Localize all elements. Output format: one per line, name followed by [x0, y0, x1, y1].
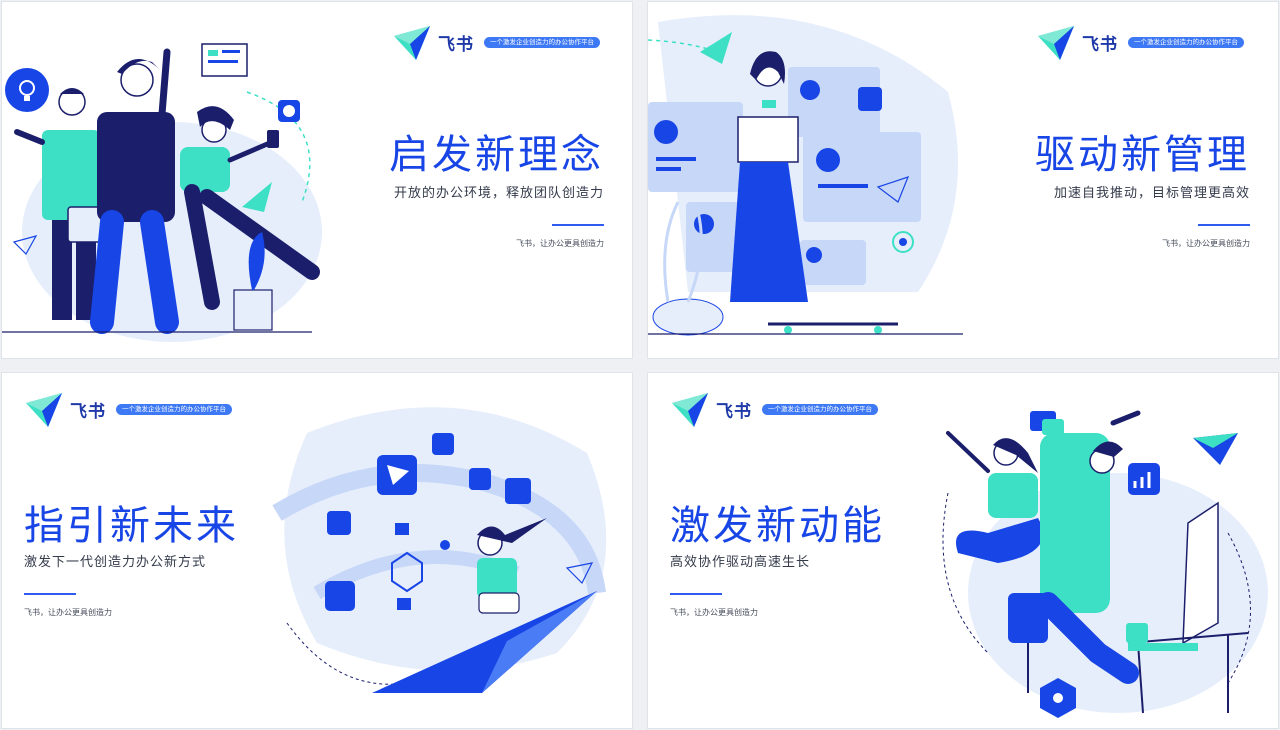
slide-slogan: 飞书，让办公更具创造力 — [670, 608, 758, 617]
brand-tagline-badge: 一个激发企业创造力的办公协作平台 — [116, 403, 232, 415]
brand-name: 飞书 — [438, 34, 474, 55]
slide-title: 启发新理念 — [389, 132, 604, 178]
slide-subtitle: 加速自我推动，目标管理更高效 — [1053, 186, 1250, 201]
brand-header: 飞书 一个激发企业创造力的办公协作平台 — [1036, 22, 1244, 62]
slide-slogan: 飞书，让办公更具创造力 — [1162, 239, 1250, 248]
brand-name: 飞书 — [70, 401, 106, 422]
brand-name: 飞书 — [1082, 34, 1118, 55]
slide-subtitle: 激发下一代创造力办公新方式 — [24, 555, 207, 570]
slide-card-1: 飞书 一个激发企业创造力的办公协作平台 启发新理念 开放的办公环境，释放团队创造… — [2, 2, 632, 358]
slide-subtitle: 高效协作驱动高速生长 — [670, 555, 811, 570]
slide-title: 指引新未来 — [24, 503, 239, 549]
paper-plane-logo-icon — [672, 393, 708, 427]
divider-line — [24, 593, 76, 595]
slide-title: 激发新动能 — [670, 503, 885, 549]
paper-plane-logo-icon — [1038, 26, 1074, 60]
divider-line — [1198, 224, 1250, 226]
brand-header: 飞书 一个激发企业创造力的办公协作平台 — [670, 389, 878, 429]
brand-tagline-badge: 一个激发企业创造力的办公协作平台 — [1128, 36, 1244, 48]
paper-plane-logo-icon — [26, 393, 62, 427]
slide-slogan: 飞书，让办公更具创造力 — [24, 608, 112, 617]
slide-slogan: 飞书，让办公更具创造力 — [516, 239, 604, 248]
paper-plane-logo-icon — [394, 26, 430, 60]
slide-card-3: 飞书 一个激发企业创造力的办公协作平台 指引新未来 激发下一代创造力办公新方式 … — [2, 373, 632, 728]
two-people-jumping-at-desk-illustration — [942, 410, 1268, 718]
brand-tagline-badge: 一个激发企业创造力的办公协作平台 — [762, 403, 878, 415]
slide-title: 驱动新管理 — [1035, 132, 1250, 178]
slide-card-2: 飞书 一个激发企业创造力的办公协作平台 驱动新管理 加速自我推动，目标管理更高效… — [648, 2, 1278, 358]
divider-line — [552, 224, 604, 226]
brand-header: 飞书 一个激发企业创造力的办公协作平台 — [24, 389, 232, 429]
slide-subtitle: 开放的办公环境，释放团队创造力 — [393, 186, 604, 201]
three-coworkers-celebrating-illustration — [2, 43, 322, 342]
divider-line — [670, 593, 722, 595]
brand-tagline-badge: 一个激发企业创造力的办公协作平台 — [484, 36, 600, 48]
brand-header: 飞书 一个激发企业创造力的办公协作平台 — [392, 22, 600, 62]
slide-card-4: 飞书 一个激发企业创造力的办公协作平台 激发新动能 高效协作驱动高速生长 飞书，… — [648, 373, 1278, 728]
person-riding-paper-plane-illustration — [272, 407, 607, 693]
woman-with-laptop-profile-cards-illustration — [648, 15, 963, 336]
brand-name: 飞书 — [716, 401, 752, 422]
